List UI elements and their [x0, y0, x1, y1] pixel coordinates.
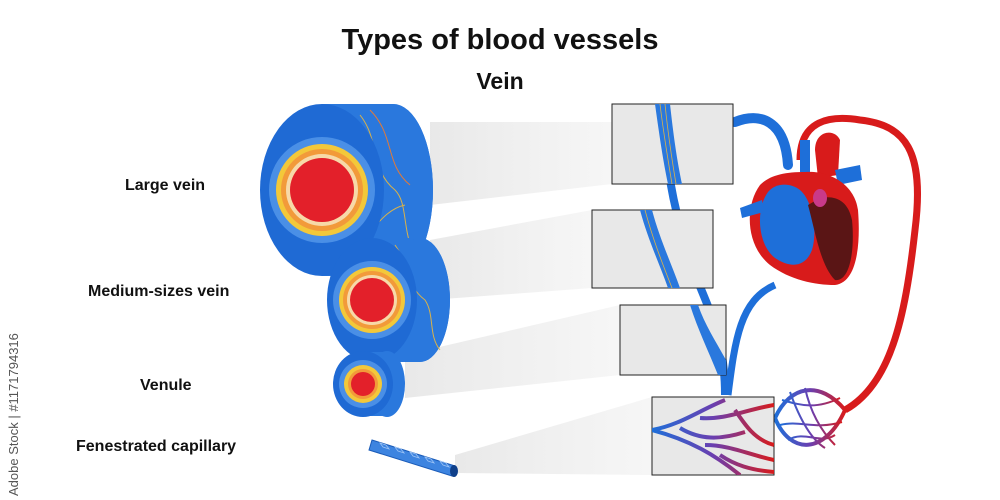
- capillary-bed: [773, 387, 847, 449]
- medium-vein-illustration: [327, 238, 450, 362]
- connector-beams: [405, 122, 652, 475]
- zoom-panel-capillary: [651, 396, 775, 476]
- venule-illustration: [333, 351, 405, 417]
- medium-vein-label: Medium-sizes vein: [88, 283, 230, 300]
- venule-label: Venule: [140, 377, 192, 394]
- page-title: Types of blood vessels: [341, 24, 659, 56]
- capillary-label: Fenestrated capillary: [76, 438, 237, 455]
- heart-illustration: [740, 132, 862, 285]
- capillary-illustration: [368, 439, 458, 477]
- zoom-panel-venule: [619, 304, 727, 376]
- artery-path: [796, 114, 922, 414]
- large-vein-label: Large vein: [125, 177, 206, 194]
- zoom-panel-large-vein: [611, 103, 734, 185]
- page-subtitle: Vein: [476, 68, 524, 94]
- zoom-panel-medium-vein: [591, 209, 714, 289]
